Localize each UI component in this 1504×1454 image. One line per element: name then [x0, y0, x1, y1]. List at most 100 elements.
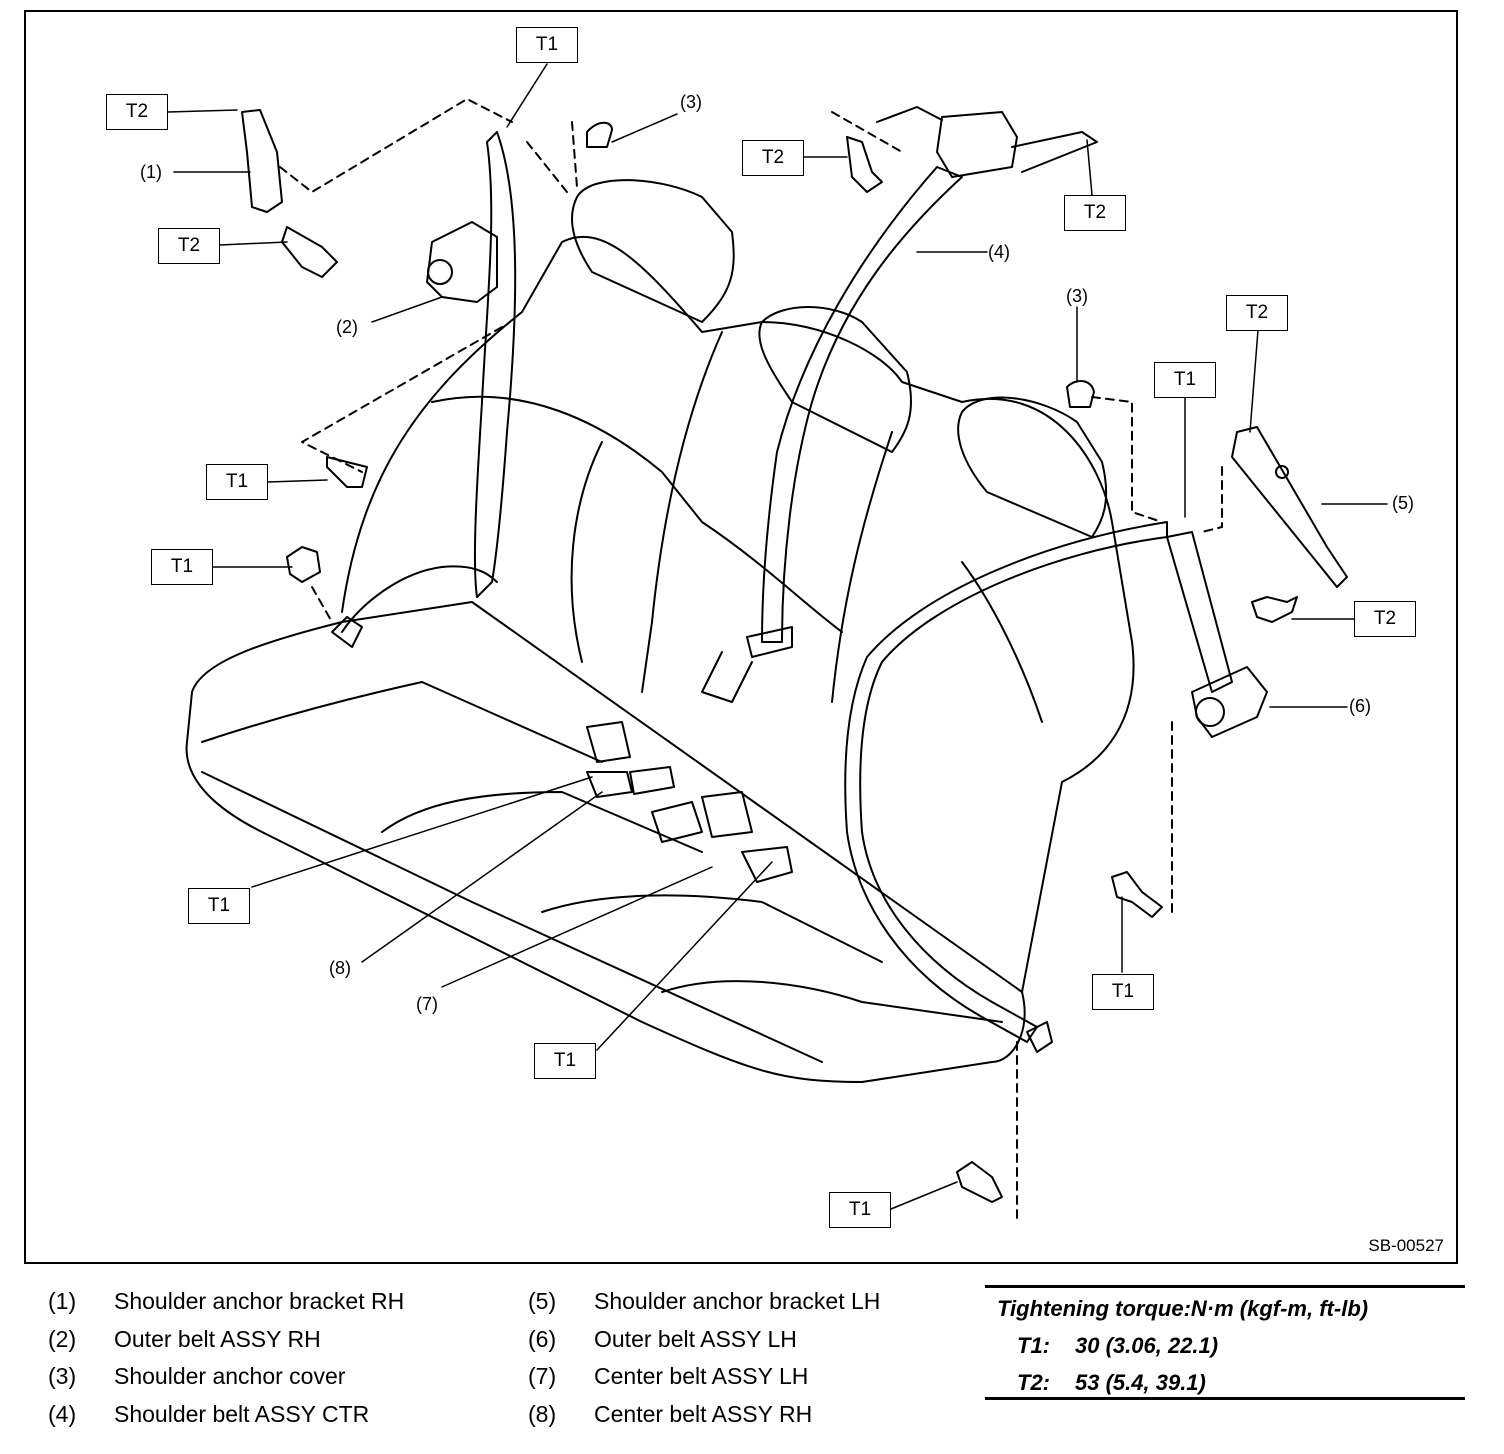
torque-row-t1: T1:30 (3.06, 22.1)	[1017, 1333, 1218, 1359]
guide-dashed	[311, 586, 333, 623]
legend-item: (4)Shoulder belt ASSY CTR	[48, 1401, 404, 1439]
seat-back-seam	[570, 441, 603, 663]
torque-row-t2: T2: 53 (5.4, 39.1)	[1017, 1370, 1206, 1396]
guide-dashed	[526, 141, 568, 193]
legend-right: (5)Shoulder anchor bracket LH (6) Outer b…	[528, 1288, 880, 1438]
seat-cushion-seam	[381, 791, 703, 853]
bolt-t1-right	[1111, 871, 1163, 918]
legend-num: (7)	[528, 1363, 557, 1389]
part-number-1: (1)	[140, 162, 162, 182]
part-number-2: (2)	[336, 317, 358, 337]
part-number-3: (3)	[1066, 286, 1088, 306]
torque-callout-t1: T1	[516, 27, 578, 63]
seat-cushion-seam	[661, 980, 1003, 1023]
bolt-t2-left	[281, 226, 338, 278]
torque-callout-t2: T2	[1226, 295, 1288, 331]
guide-dashed	[1091, 396, 1163, 523]
seat-back-seam	[431, 395, 843, 633]
legend-item: (6) Outer belt ASSY LH	[528, 1326, 880, 1364]
torque-callout-t1: T1	[206, 464, 268, 500]
seat-cushion-front	[201, 771, 823, 1063]
center-retractor-bracket	[876, 106, 1098, 173]
seat-back-outline	[341, 236, 1135, 993]
part-number-8: (8)	[329, 958, 351, 978]
legend-item: (8)Center belt ASSY RH	[528, 1401, 880, 1439]
lh-lap-anchor	[1026, 1021, 1053, 1053]
bolt-t2-right	[1251, 596, 1298, 623]
guide-dashed	[301, 326, 503, 473]
lh-retractor-reel	[1195, 697, 1225, 727]
torque-callout-t1: T1	[1092, 974, 1154, 1010]
torque-callout-t2: T2	[158, 228, 220, 264]
seat-belt-illustration	[167, 63, 1388, 1223]
lh-anchor-bracket	[1231, 426, 1348, 588]
seat-back-seam	[961, 561, 1043, 723]
seat-cushion-outline	[185, 601, 1026, 1083]
lh-belt-vertical	[1166, 531, 1233, 693]
torque-value: 53 (5.4, 39.1)	[1075, 1370, 1206, 1395]
torque-callout-t1: T1	[829, 1192, 891, 1228]
center-shoulder-belt	[761, 166, 963, 643]
seat-cushion-seam	[541, 894, 883, 963]
legend-label: Outer belt ASSY RH	[114, 1325, 321, 1352]
seat-back-seam	[831, 431, 893, 703]
legend-item: (3) Shoulder anchor cover	[48, 1363, 404, 1401]
bolt-t1-bottom	[956, 1161, 1003, 1203]
rh-retractor	[426, 221, 498, 303]
legend-num: (1)	[48, 1288, 77, 1314]
legend-label: Center belt ASSY LH	[594, 1363, 809, 1389]
legend-num: (3)	[48, 1363, 77, 1389]
part-number-7: (7)	[416, 994, 438, 1014]
guide-dashed	[1201, 466, 1223, 533]
torque-callout-t2: T2	[1354, 601, 1416, 637]
legend-num: (6)	[528, 1325, 557, 1352]
part-number-4: (4)	[988, 242, 1010, 262]
lh-retractor	[1191, 666, 1268, 738]
rh-anchor-bracket	[241, 109, 283, 213]
buckle-rh	[586, 721, 675, 798]
headrest-right	[957, 396, 1108, 538]
guide-dashed	[831, 111, 903, 153]
diagram-code: SB-00527	[1368, 1236, 1444, 1255]
part-number-6: (6)	[1349, 696, 1371, 716]
legend-label: Center belt ASSY RH	[594, 1400, 813, 1427]
center-retractor	[936, 111, 1018, 178]
torque-callout-t2: T2	[106, 94, 168, 130]
anchor-cover-left	[586, 121, 613, 148]
anchor-cover-right	[1066, 380, 1095, 408]
lh-bracket-hole	[1275, 465, 1289, 479]
torque-callout-t2: T2	[742, 140, 804, 176]
torque-key: T2:	[1017, 1370, 1050, 1395]
bolt-t1-left-lower	[286, 546, 321, 583]
legend-item: (2) Outer belt ASSY RH	[48, 1326, 404, 1364]
headrest-center	[758, 306, 913, 453]
legend-label: Shoulder anchor bracket RH	[114, 1288, 405, 1314]
part-number-5: (5)	[1392, 493, 1414, 513]
headrest-left	[571, 179, 735, 323]
seat-cushion-seam	[201, 681, 603, 763]
center-belt-tongue	[701, 626, 793, 703]
part-number-3: (3)	[680, 92, 702, 112]
legend-num: (2)	[48, 1325, 77, 1352]
torque-title: Tightening torque:N·m (kgf-m, ft-lb)	[997, 1296, 1369, 1321]
rh-lap-belt	[341, 565, 498, 633]
legend-label: Shoulder anchor bracket LH	[594, 1288, 881, 1314]
bolt-t1-left-upper	[326, 456, 368, 488]
guide-dashed	[571, 121, 578, 188]
rh-outer-belt	[473, 131, 517, 598]
rh-retractor-reel	[427, 259, 453, 285]
buckle-lh	[651, 791, 793, 883]
leader-lines	[167, 63, 1388, 1210]
torque-callout-t2: T2	[1064, 195, 1126, 231]
torque-key: T1:	[1017, 1333, 1050, 1358]
legend-item: (5)Shoulder anchor bracket LH	[528, 1288, 880, 1326]
torque-callout-t1: T1	[534, 1043, 596, 1079]
lh-shoulder-belt	[844, 521, 1168, 1043]
legend-item: (1) Shoulder anchor bracket RH	[48, 1288, 404, 1326]
legend-label: Outer belt ASSY LH	[594, 1325, 797, 1352]
legend-num: (4)	[48, 1400, 77, 1427]
legend-label: Shoulder anchor cover	[114, 1363, 346, 1389]
torque-table: Tightening torque:N·m (kgf-m, ft-lb) T1:…	[985, 1285, 1465, 1400]
torque-callout-t1: T1	[1154, 362, 1216, 398]
diagram-frame: T1 T2 T2 T2 T2 T2 T2 T1 T1 T1 T1 T1 T1 T…	[24, 10, 1458, 1264]
